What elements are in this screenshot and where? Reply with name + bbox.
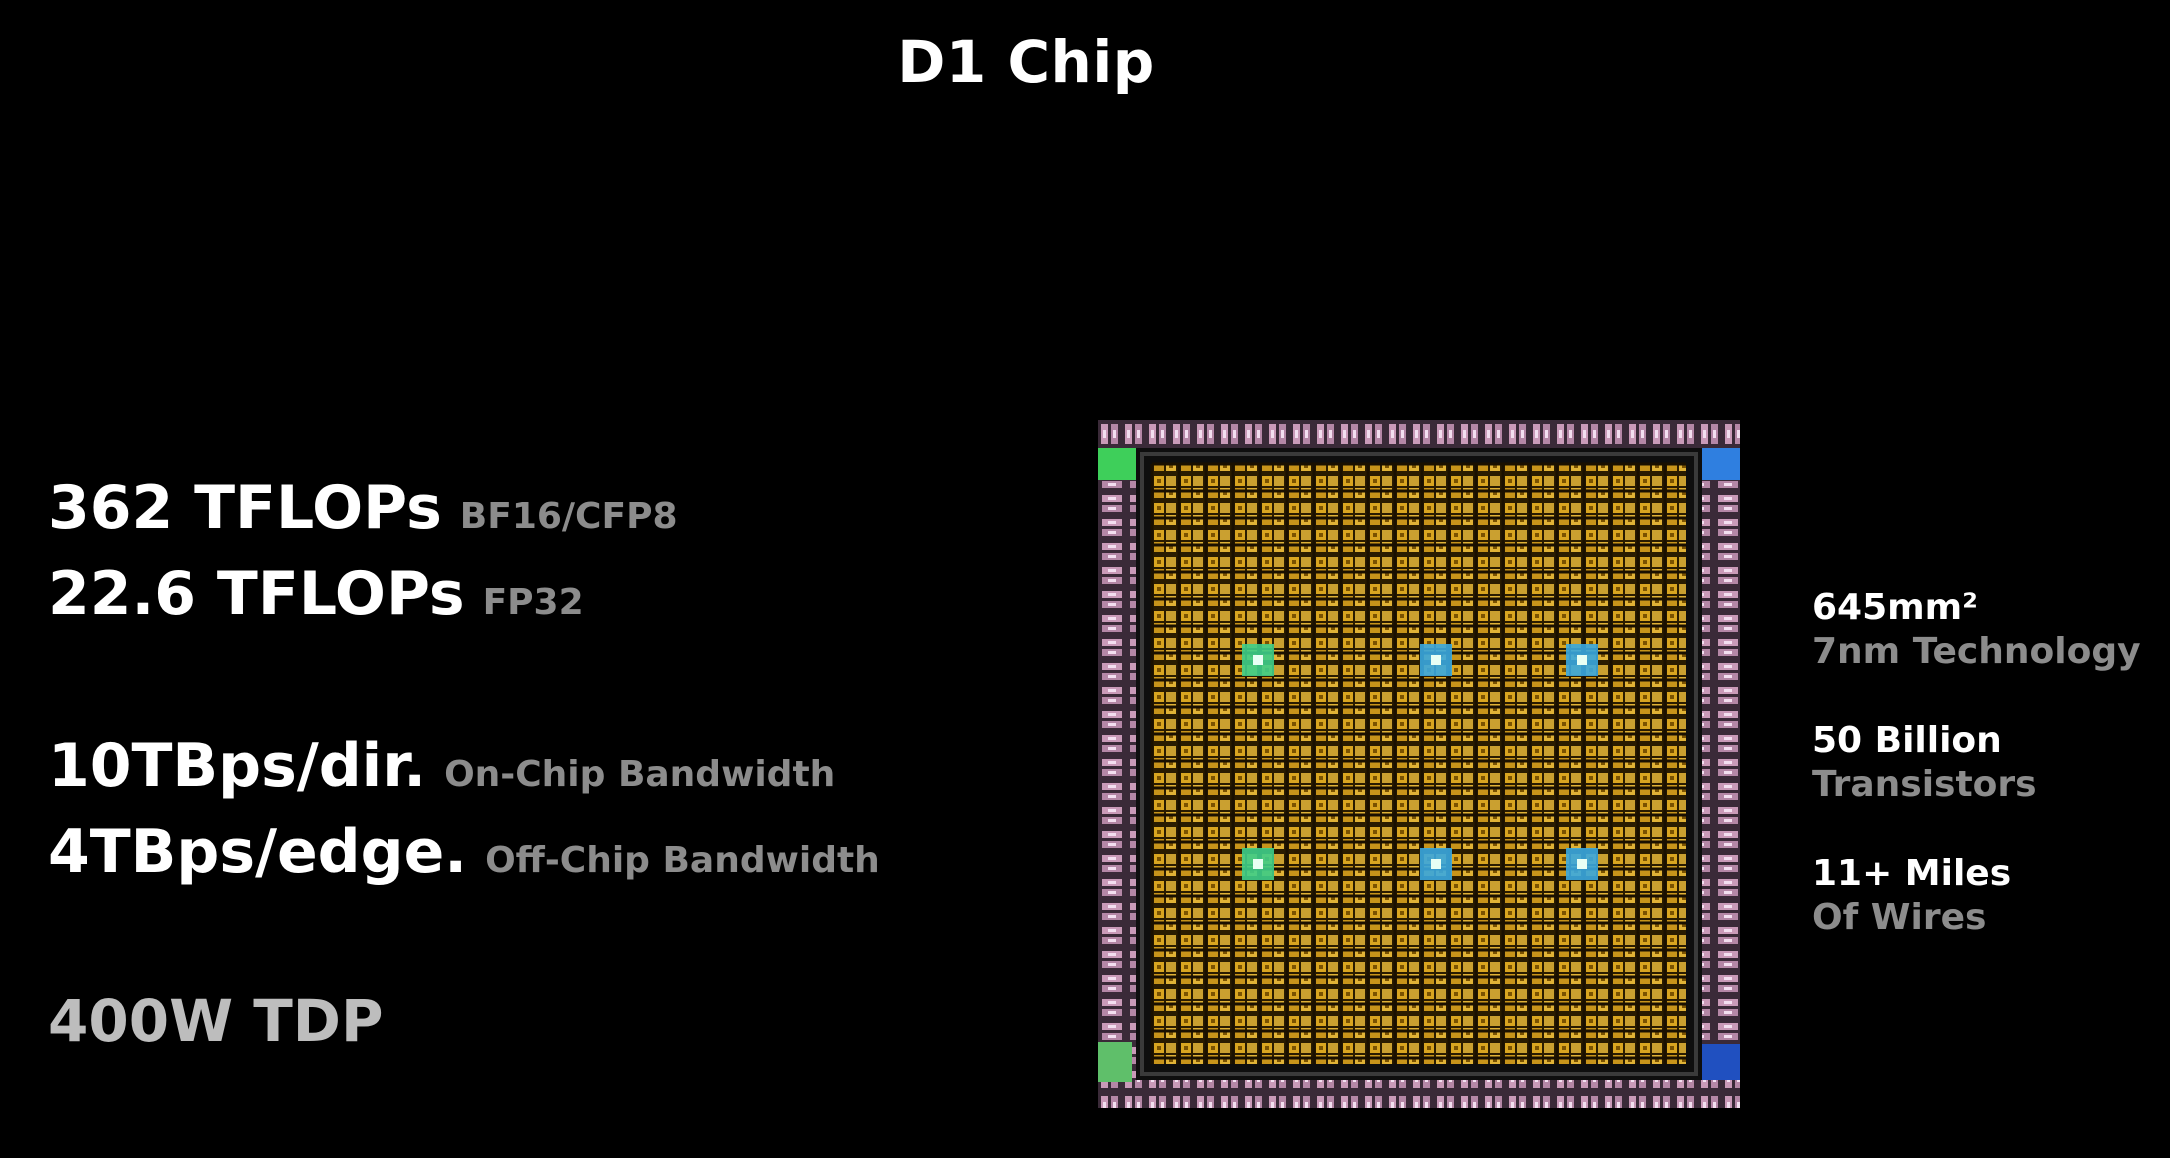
spec-value: 362 TFLOPs (48, 473, 442, 543)
die-marker-dot (1431, 655, 1441, 665)
stat-label: Of Wires (1812, 897, 1987, 938)
io-ring-top (1098, 420, 1740, 448)
corner-block-green (1098, 448, 1138, 480)
stat-value: 645mm² (1812, 587, 1978, 628)
die-marker-dot (1431, 859, 1441, 869)
corner-block-blue-bottom (1702, 1044, 1740, 1080)
stat-value: 11+ Miles (1812, 853, 2012, 894)
spec-tdp: 400W TDP (48, 992, 383, 1050)
io-ring-right (1702, 448, 1740, 1080)
stat-label: Transistors (1812, 764, 2037, 805)
core-array (1152, 464, 1686, 1064)
spec-value: 400W TDP (48, 987, 384, 1055)
die-marker-dot (1577, 655, 1587, 665)
corner-block-green-bottom (1098, 1042, 1132, 1082)
stat-wires: 11+ Miles Of Wires (1812, 856, 2011, 936)
die-marker-dot (1253, 859, 1263, 869)
corner-block-blue (1698, 448, 1740, 480)
stat-label: 7nm Technology (1812, 631, 2141, 672)
stat-transistors: 50 Billion Transistors (1812, 723, 2037, 803)
chip-die-image (1098, 420, 1740, 1108)
slide-title: D1 Chip (897, 28, 1155, 96)
spec-qualifier: BF16/CFP8 (459, 496, 678, 537)
spec-value: 22.6 TFLOPs (48, 559, 465, 629)
io-ring-bottom (1098, 1080, 1740, 1108)
stat-area: 645mm² 7nm Technology (1812, 590, 2141, 670)
spec-off-chip-bandwidth: 4TBps/edge.Off-Chip Bandwidth (48, 822, 880, 882)
chip-die-graphic (1098, 420, 1740, 1108)
spec-value: 10TBps/dir. (48, 731, 427, 801)
spec-value: 4TBps/edge. (48, 817, 468, 887)
die-marker-dot (1253, 655, 1263, 665)
spec-qualifier: FP32 (482, 582, 584, 623)
spec-on-chip-bandwidth: 10TBps/dir.On-Chip Bandwidth (48, 736, 835, 796)
die-marker-dot (1577, 859, 1587, 869)
stat-value: 50 Billion (1812, 720, 2002, 761)
spec-qualifier: On-Chip Bandwidth (444, 754, 836, 795)
spec-qualifier: Off-Chip Bandwidth (485, 840, 880, 881)
io-ring-left (1098, 448, 1136, 1080)
